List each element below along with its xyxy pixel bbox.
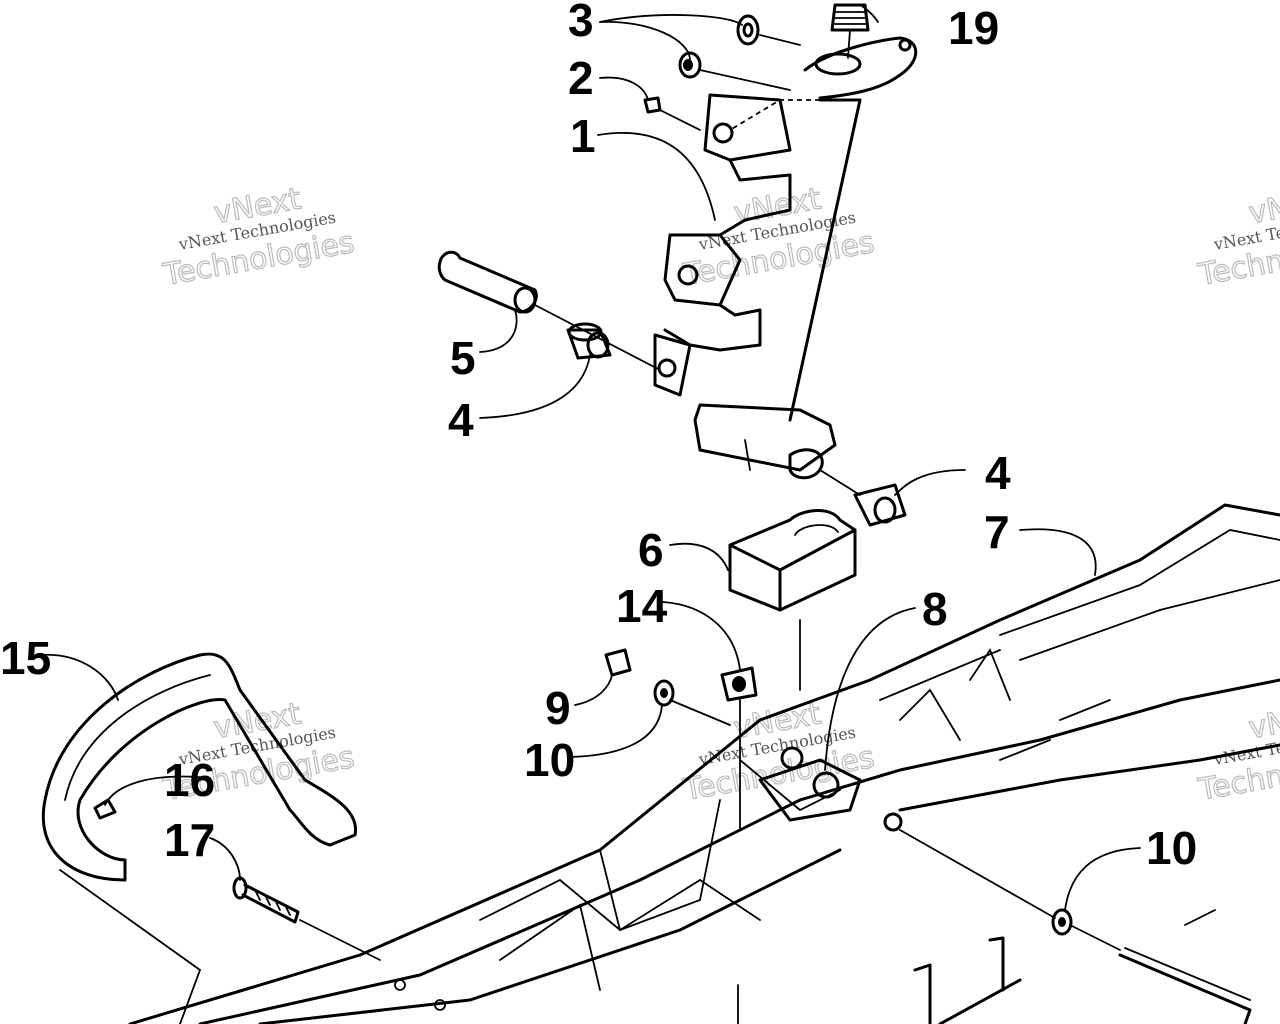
watermark-text: vNext — [1246, 697, 1280, 747]
washer-10-upper — [653, 679, 731, 726]
leader-lines — [39, 4, 1141, 911]
nut-9 — [604, 648, 632, 677]
callout-label: 6 — [638, 524, 664, 576]
bolt-long — [1118, 909, 1252, 1024]
spacer-block-6 — [728, 509, 857, 691]
ski-loop-15 — [41, 652, 357, 1024]
locknut-14 — [720, 666, 758, 831]
nut-2 — [643, 96, 701, 131]
callout-label: 16 — [164, 754, 215, 806]
callout-label: 1 — [570, 110, 596, 162]
callout-label: 8 — [922, 583, 948, 635]
bushing-4-lower — [819, 469, 907, 527]
watermark-text: vNext — [1246, 182, 1280, 232]
grease-fitting-19 — [830, 3, 870, 59]
callout-label: 5 — [450, 332, 476, 384]
callout-label: 9 — [545, 682, 571, 734]
bolt-17 — [232, 876, 381, 961]
callout-label: 2 — [568, 52, 594, 104]
ski-body — [128, 503, 1280, 1024]
callout-label: 10 — [1146, 822, 1197, 874]
callout-label: 15 — [0, 632, 51, 684]
callout-label: 14 — [616, 580, 668, 632]
bushing-4-upper — [566, 322, 612, 360]
callout-label: 4 — [985, 447, 1011, 499]
callout-label: 19 — [948, 2, 999, 54]
washer-10-lower — [899, 829, 1121, 951]
callout-label: 3 — [568, 0, 594, 46]
callout-label: 10 — [524, 734, 575, 786]
callout-label: 4 — [448, 394, 474, 446]
washer-3 — [678, 14, 801, 91]
spindle-part-1 — [653, 36, 918, 480]
callout-label: 17 — [164, 814, 215, 866]
wear-bar — [737, 936, 1022, 1024]
watermark-group: vNext Technologies Technologies vNext vN… — [160, 181, 1280, 809]
callout-labels: 3 19 2 1 5 4 4 7 6 14 8 15 9 10 16 17 10 — [0, 0, 1197, 874]
callout-label: 7 — [984, 506, 1010, 558]
